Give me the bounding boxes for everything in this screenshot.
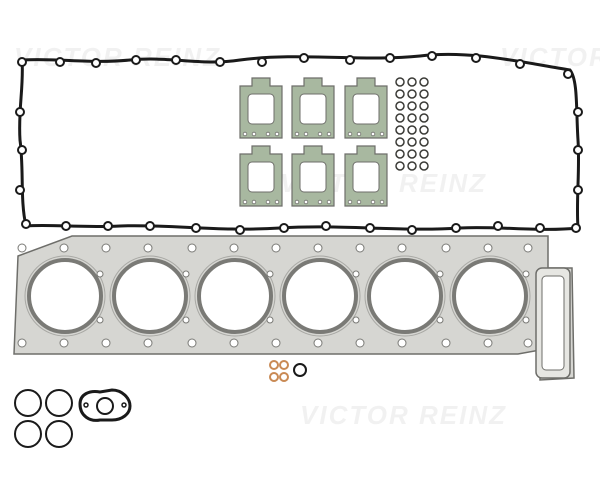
bolt-boss xyxy=(321,221,331,231)
cylinder-bore xyxy=(112,258,188,334)
bolt-boss xyxy=(573,107,583,117)
bolt-boss xyxy=(235,225,245,235)
small-o-ring xyxy=(407,125,417,135)
bolt-boss xyxy=(131,55,141,65)
small-o-ring xyxy=(395,77,405,87)
small-o-ring xyxy=(407,161,417,171)
small-o-ring xyxy=(407,89,417,99)
bolt-boss xyxy=(407,225,417,235)
sealing-washer xyxy=(269,360,279,370)
large-o-ring xyxy=(45,420,73,448)
sealing-washer xyxy=(279,360,289,370)
bolt-boss xyxy=(573,185,583,195)
cylinder-head-gasket xyxy=(13,235,575,381)
small-o-ring xyxy=(407,113,417,123)
small-o-ring xyxy=(395,125,405,135)
bolt-boss xyxy=(215,57,225,67)
small-o-ring xyxy=(419,161,429,171)
small-o-ring xyxy=(395,161,405,171)
injector-seat-gasket xyxy=(239,77,283,139)
large-o-ring xyxy=(45,389,73,417)
bolt-boss xyxy=(563,69,573,79)
sealing-washer xyxy=(269,372,279,382)
small-o-ring xyxy=(407,77,417,87)
small-o-ring xyxy=(419,77,429,87)
bolt-boss xyxy=(15,185,25,195)
bolt-boss xyxy=(91,58,101,68)
cylinder-bore xyxy=(452,258,528,334)
injector-seat-gasket xyxy=(239,145,283,207)
sealing-washer xyxy=(279,372,289,382)
cylinder-bore xyxy=(197,258,273,334)
bolt-boss xyxy=(61,221,71,231)
large-o-ring xyxy=(14,420,42,448)
bolt-boss xyxy=(365,223,375,233)
bolt-boss xyxy=(145,221,155,231)
small-o-ring xyxy=(419,101,429,111)
sealing-washer xyxy=(293,363,307,377)
small-o-ring xyxy=(395,89,405,99)
small-o-ring xyxy=(407,149,417,159)
bolt-boss xyxy=(103,221,113,231)
bolt-boss xyxy=(171,55,181,65)
bolt-boss xyxy=(279,223,289,233)
small-o-ring xyxy=(419,125,429,135)
injector-seat-gasket xyxy=(344,77,388,139)
bolt-boss xyxy=(17,57,27,67)
small-o-ring xyxy=(407,137,417,147)
small-o-ring xyxy=(395,149,405,159)
small-o-ring xyxy=(395,137,405,147)
bolt-boss xyxy=(299,53,309,63)
bolt-boss xyxy=(471,53,481,63)
bolt-boss xyxy=(515,59,525,69)
small-o-ring xyxy=(419,89,429,99)
small-o-ring-group xyxy=(395,77,429,171)
bolt-boss xyxy=(493,221,503,231)
injector-seat-gasket xyxy=(291,145,335,207)
small-o-ring xyxy=(419,113,429,123)
large-o-ring xyxy=(14,389,42,417)
bolt-boss xyxy=(427,51,437,61)
bolt-boss xyxy=(17,145,27,155)
bolt-boss xyxy=(571,223,581,233)
small-o-ring xyxy=(407,101,417,111)
cylinder-bore xyxy=(282,258,358,334)
small-o-ring xyxy=(395,113,405,123)
small-o-ring xyxy=(395,101,405,111)
injector-seat-gasket xyxy=(291,77,335,139)
bolt-boss xyxy=(257,57,267,67)
bolt-boss xyxy=(535,223,545,233)
bolt-boss xyxy=(573,145,583,155)
bolt-boss xyxy=(385,53,395,63)
bolt-boss xyxy=(55,57,65,67)
cylinder-bore xyxy=(27,258,103,334)
injector-seat-gasket xyxy=(344,145,388,207)
bolt-boss xyxy=(451,223,461,233)
small-o-ring xyxy=(419,137,429,147)
large-o-ring-group xyxy=(14,389,73,448)
bolt-boss xyxy=(21,219,31,229)
flange-gasket xyxy=(78,388,132,422)
bolt-boss xyxy=(15,107,25,117)
sealing-washer-group xyxy=(269,360,307,382)
cylinder-bore xyxy=(367,258,443,334)
injector-gasket-group xyxy=(239,77,388,207)
small-o-ring xyxy=(419,149,429,159)
bolt-boss xyxy=(345,55,355,65)
valve-cover-gasket xyxy=(15,51,583,235)
bolt-boss xyxy=(191,223,201,233)
